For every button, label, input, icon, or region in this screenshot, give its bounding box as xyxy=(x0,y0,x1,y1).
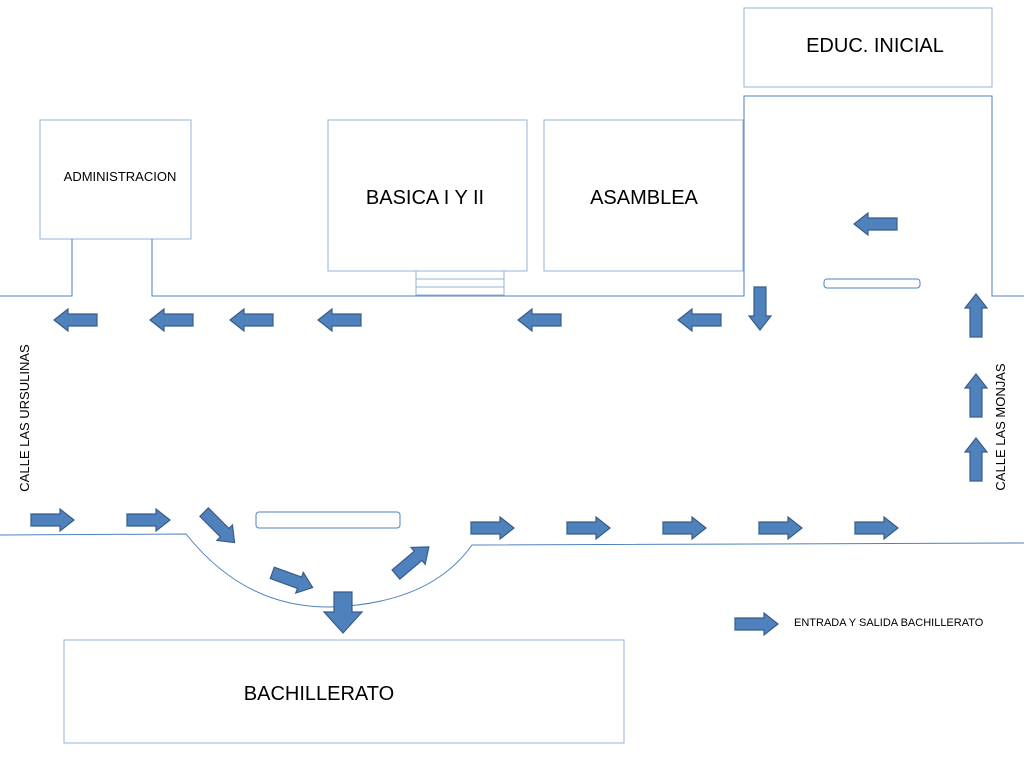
street-label-right: CALLE LAS MONJAS xyxy=(993,363,1008,490)
arrow-left-icon xyxy=(853,212,898,236)
legend: ENTRADA Y SALIDA BACHILLERATO xyxy=(734,612,984,636)
building-asamblea: ASAMBLEA xyxy=(543,119,744,272)
arrow-right-icon xyxy=(566,516,611,540)
top-boundary-line xyxy=(0,95,1024,297)
arrow-right-icon xyxy=(662,516,707,540)
arrow-diagonal-down-icon xyxy=(267,561,318,599)
bottom-boundary-line xyxy=(0,533,1024,608)
arrow-down-icon xyxy=(748,286,772,331)
arrow-left-icon xyxy=(53,308,98,332)
arrow-right-icon xyxy=(758,516,803,540)
arrow-right-icon xyxy=(854,516,899,540)
basica-label: BASICA I Y II xyxy=(366,187,484,209)
arrow-diagonal-down-icon xyxy=(195,503,243,551)
arrow-right-icon xyxy=(126,508,171,532)
arrow-right-icon xyxy=(734,612,779,636)
building-administracion: ADMINISTRACION xyxy=(39,119,192,240)
arrow-left-icon xyxy=(317,308,362,332)
crosswalk-bar-top xyxy=(823,278,921,289)
legend-label: ENTRADA Y SALIDA BACHILLERATO xyxy=(794,617,984,629)
crosswalk-bar-bottom xyxy=(255,511,401,529)
arrow-diagonal-up-icon xyxy=(388,537,437,584)
administracion-label: ADMINISTRACION xyxy=(64,169,177,184)
building-basica: BASICA I Y II xyxy=(327,119,528,272)
arrow-up-icon xyxy=(964,293,988,338)
arrow-down-large-icon xyxy=(322,591,364,634)
street-label-left: CALLE LAS URSULINAS xyxy=(17,344,32,492)
arrow-right-icon xyxy=(470,516,515,540)
arrow-right-icon xyxy=(30,508,75,532)
building-educ-inicial: EDUC. INICIAL xyxy=(743,7,993,88)
bachillerato-label: BACHILLERATO xyxy=(244,683,394,705)
arrow-left-icon xyxy=(149,308,194,332)
asamblea-label: ASAMBLEA xyxy=(590,187,698,209)
arrow-up-icon xyxy=(964,437,988,482)
arrow-left-icon xyxy=(229,308,274,332)
arrow-left-icon xyxy=(517,308,562,332)
arrow-left-icon xyxy=(677,308,722,332)
stairs xyxy=(415,270,505,296)
educ-inicial-label: EDUC. INICIAL xyxy=(806,35,944,57)
arrow-up-icon xyxy=(964,373,988,418)
building-bachillerato: BACHILLERATO xyxy=(63,639,625,744)
